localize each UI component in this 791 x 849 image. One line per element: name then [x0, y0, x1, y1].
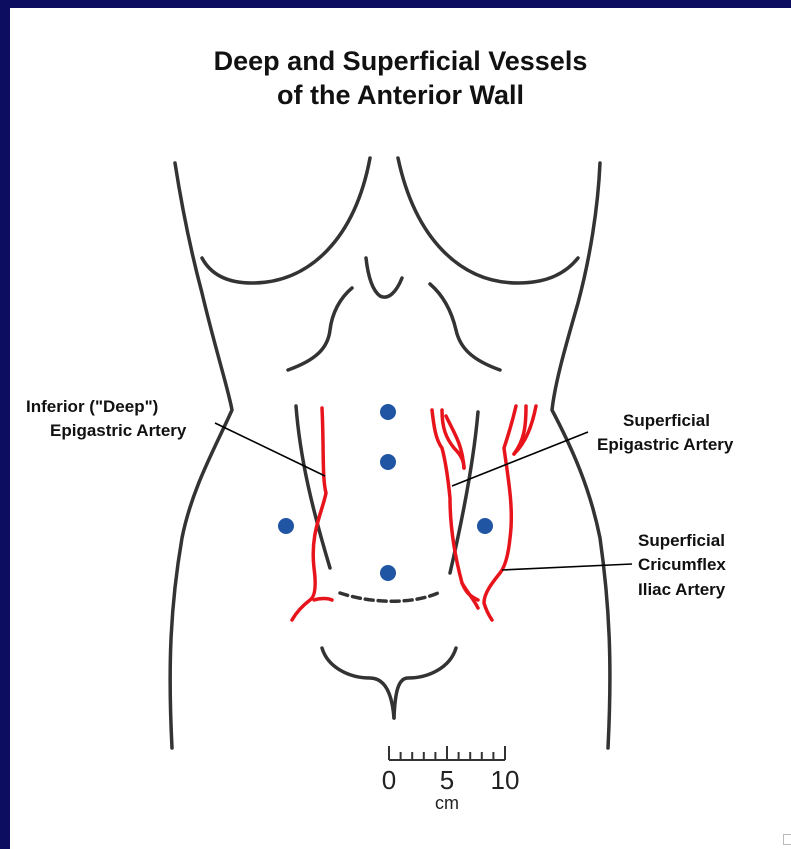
corner-mark	[783, 834, 791, 845]
groin-outline-right	[394, 648, 456, 718]
label-superficial-epigastric: Superficial Epigastric Artery	[597, 411, 734, 454]
vessels	[292, 406, 536, 620]
port-site-suprapubic	[380, 565, 396, 581]
label-inferior-epigastric-line1: Inferior ("Deep")	[26, 397, 158, 416]
suprapubic-incision-line	[340, 593, 438, 601]
label-superficial-epigastric-line1: Superficial	[623, 411, 710, 430]
torso-outline	[170, 158, 610, 748]
inferior-epigastric-artery	[292, 408, 326, 620]
label-inferior-epigastric-line2: Epigastric Artery	[50, 421, 187, 440]
scale-label-0: 0	[382, 765, 396, 795]
left-body-outline	[170, 163, 232, 748]
slide-panel: Deep and Superficial Vessels of the Ante…	[10, 8, 791, 849]
label-superficial-circumflex-line3: Iliac Artery	[638, 580, 726, 599]
right-breast-outline	[398, 158, 578, 283]
scale-label-5: 5	[440, 765, 454, 795]
superficial-circumflex-iliac-artery	[484, 406, 516, 620]
right-costal-margin	[430, 284, 500, 370]
port-site-upper	[380, 404, 396, 420]
scale-ticks	[389, 746, 505, 760]
scale-unit: cm	[435, 793, 459, 813]
groin-outline	[322, 648, 394, 718]
right-body-outline	[552, 163, 610, 748]
label-inferior-epigastric: Inferior ("Deep") Epigastric Artery	[26, 397, 187, 440]
anterior-wall-diagram: Inferior ("Deep") Epigastric Artery Supe…	[10, 8, 791, 849]
label-superficial-circumflex: Superficial Cricumflex Iliac Artery	[638, 531, 726, 599]
port-site-umbilical	[380, 454, 396, 470]
scale-bar: 0 5 10 cm	[382, 746, 520, 813]
port-site-left	[278, 518, 294, 534]
scale-label-10: 10	[491, 765, 520, 795]
label-superficial-epigastric-line2: Epigastric Artery	[597, 435, 734, 454]
xiphoid-outline	[366, 258, 402, 297]
label-superficial-circumflex-line2: Cricumflex	[638, 555, 726, 574]
label-superficial-circumflex-line1: Superficial	[638, 531, 725, 550]
left-costal-margin	[288, 288, 352, 370]
inferior-epigastric-artery-branch	[314, 599, 332, 601]
superficial-circumflex-branch-c	[462, 583, 478, 608]
leader-inferior-epigastric	[215, 423, 325, 476]
port-site-right	[477, 518, 493, 534]
leader-superficial-circumflex	[502, 564, 632, 570]
left-breast-outline	[202, 158, 370, 283]
superficial-epigastric-artery	[432, 410, 478, 600]
